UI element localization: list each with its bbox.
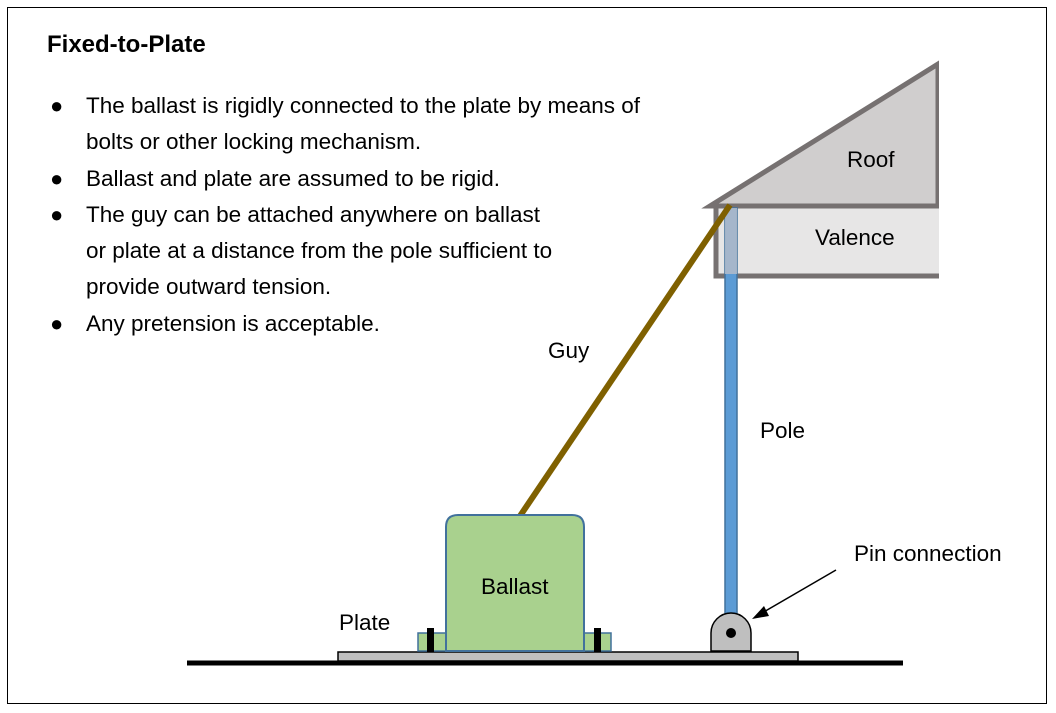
- ballast-shape: [445, 514, 585, 652]
- bullet-item: ● The ballast is rigidly connected to the…: [48, 88, 646, 161]
- pole-label: Pole: [760, 418, 805, 443]
- bullet-list: ● The ballast is rigidly connected to the…: [48, 88, 646, 342]
- roof-label: Roof: [847, 147, 895, 172]
- edge-mask: [939, 55, 949, 285]
- bullet-item: ● Ballast and plate are assumed to be rig…: [48, 161, 646, 197]
- plate-shape: [337, 651, 799, 662]
- bolt-right: [594, 628, 601, 652]
- bolt-left: [427, 628, 434, 652]
- bullet-dot-icon: ●: [50, 201, 64, 227]
- bullet-text: Ballast and plate are assumed to be rigi…: [86, 165, 500, 191]
- pin-arrow-head-icon: [752, 606, 769, 619]
- diagram-title: Fixed-to-Plate: [47, 31, 206, 58]
- bullet-item: ● The guy can be attached anywhere on bal…: [48, 197, 646, 306]
- bullet-text: The ballast is rigidly connected to the …: [86, 93, 641, 155]
- roof-shape: [701, 59, 941, 209]
- ballast-label: Ballast: [481, 574, 549, 599]
- guy-line: [517, 203, 733, 518]
- bullet-text: The guy can be attached anywhere on ball…: [86, 201, 553, 300]
- diagram-frame: [7, 7, 1047, 704]
- bullet-dot-icon: ●: [50, 165, 64, 191]
- bullet-dot-icon: ●: [50, 310, 64, 336]
- guy-label: Guy: [548, 338, 590, 363]
- plate-label: Plate: [339, 610, 390, 635]
- bullet-item: ● Any pretension is acceptable.: [48, 306, 646, 342]
- bullet-text: Any pretension is acceptable.: [86, 310, 380, 336]
- pin-hole-icon: [726, 628, 736, 638]
- bullet-dot-icon: ●: [50, 93, 64, 118]
- valence-label: Valence: [815, 225, 895, 250]
- pole-top-overlap: [725, 208, 737, 274]
- pin-connection-label: Pin connection: [854, 541, 1002, 566]
- pin-arrow-line: [761, 569, 837, 614]
